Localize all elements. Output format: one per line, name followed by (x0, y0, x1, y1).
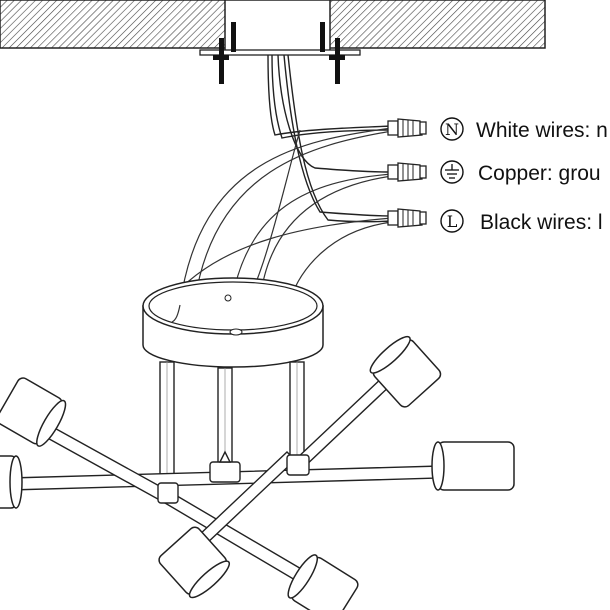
wire-nut-neutral (387, 118, 427, 138)
ceiling (0, 0, 546, 53)
socket-upper-right (369, 335, 442, 408)
lamp-sockets (0, 335, 515, 610)
legend-item-live: L Black wires: l (440, 209, 603, 234)
socket-lower-right (287, 554, 359, 610)
socket-upper-left (0, 377, 67, 447)
legend: N White wires: n Copper: grou L Black wi… (440, 117, 608, 234)
legend-item-ground: Copper: grou (440, 160, 601, 185)
live-symbol: L (447, 212, 458, 231)
canopy (142, 277, 324, 368)
live-icon (440, 209, 464, 233)
legend-label-live: Black wires: l (480, 211, 603, 234)
socket-right (431, 441, 515, 491)
legend-item-neutral: N White wires: n (440, 117, 608, 142)
junction-box (224, 0, 331, 53)
wire-nut-live (387, 208, 427, 228)
legend-label-neutral: White wires: n (476, 119, 608, 142)
wire-nut-ground (387, 162, 427, 182)
legend-label-ground: Copper: grou (478, 162, 601, 185)
neutral-icon (440, 117, 464, 141)
socket-left (0, 455, 23, 509)
ground-icon (440, 160, 464, 184)
wire-connectors (387, 118, 427, 228)
down-rods (159, 361, 305, 488)
supply-wires (267, 54, 393, 223)
mounting-bracket (199, 22, 361, 84)
arm-joints (157, 450, 310, 504)
socket-lower-left (158, 526, 231, 599)
neutral-symbol: N (445, 120, 459, 139)
